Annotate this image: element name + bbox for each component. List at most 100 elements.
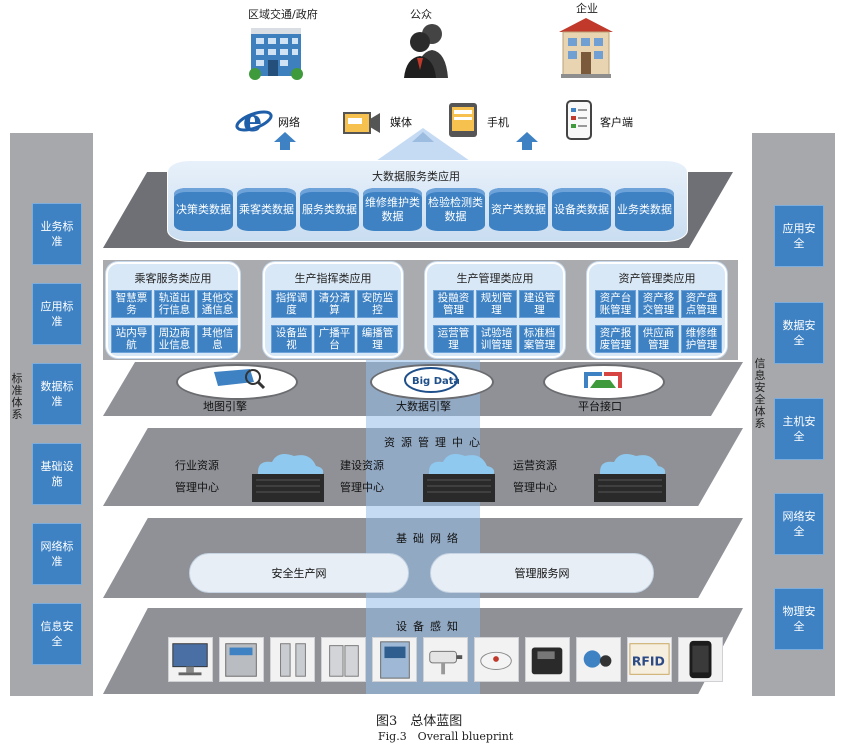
app-other-traffic-info: 其他交通信息	[197, 290, 238, 318]
standards-column-label: 标准体系	[11, 372, 23, 421]
app-equipment-monitor: 设备监视	[271, 325, 312, 353]
cloud-server-icon	[252, 454, 324, 502]
data-cyl-business: 业务类数据	[615, 188, 674, 231]
standard-application: 应用标准	[32, 283, 82, 345]
app-investment-management: 投融资管理	[433, 290, 474, 318]
group-asset-management: 资产管理类应用 资产台账管理 资产移交管理 资产盘点管理 资产报废管理 供应商管…	[587, 262, 727, 358]
group-passenger-service: 乘客服务类应用 智慧票务 轨道出行信息 其他交通信息 站内导航 周边商业信息 其…	[106, 262, 240, 358]
security-network: 网络安全	[774, 493, 824, 555]
channel-media-label: 媒体	[390, 116, 412, 129]
channel-phone-label: 手机	[487, 116, 509, 129]
channel-network-label: 网络	[278, 116, 300, 129]
standard-business: 业务标准	[32, 203, 82, 265]
construction-resource-center-label: 建设资源管理中心	[340, 459, 384, 494]
data-cyl-maintenance: 维修维护类数据	[363, 188, 422, 231]
cloud-server-icon	[423, 454, 495, 502]
ticket-gate-icon	[219, 637, 264, 682]
atm-icon	[372, 637, 417, 682]
user-label-government: 区域交通/政府	[248, 8, 318, 21]
app-station-navigation: 站内导航	[111, 325, 152, 353]
data-cyl-passenger: 乘客类数据	[237, 188, 296, 231]
app-program-management: 编播管理	[357, 325, 398, 353]
cctv-camera-icon	[423, 637, 468, 682]
app-planning-management: 规划管理	[476, 290, 517, 318]
app-asset-transfer: 资产移交管理	[638, 290, 679, 318]
figure-caption-en: Fig.3 Overall blueprint	[378, 730, 514, 743]
smoke-detector-icon	[474, 637, 519, 682]
standard-infrastructure: 基础设施	[32, 443, 82, 505]
device-sensing-title: 设备感知	[396, 620, 464, 633]
turnstile-icon	[270, 637, 315, 682]
data-cyl-asset: 资产类数据	[489, 188, 548, 231]
app-asset-ledger: 资产台账管理	[595, 290, 636, 318]
rfid-icon: RFID	[627, 637, 672, 682]
app-dispatch: 指挥调度	[271, 290, 312, 318]
app-other-info: 其他信息	[197, 325, 238, 353]
data-cyl-decision: 决策类数据	[174, 188, 233, 231]
app-asset-inventory: 资产盘点管理	[681, 290, 722, 318]
cloud-server-icon	[594, 454, 666, 502]
group-production-management: 生产管理类应用 投融资管理 规划管理 建设管理 运营管理 试验培训管理 标准档案…	[425, 262, 565, 358]
safety-production-network: 安全生产网	[189, 553, 409, 593]
standard-info-security: 信息安全	[32, 603, 82, 665]
security-column: 信息安全体系 应用安全 数据安全 主机安全 网络安全 物理安全	[752, 133, 835, 696]
data-cyl-equipment: 设备类数据	[552, 188, 611, 231]
app-smart-ticketing: 智慧票务	[111, 290, 152, 318]
big-data-service-title: 大数据服务类应用	[372, 170, 460, 183]
smartphone-icon	[678, 637, 723, 682]
app-clearing: 清分清算	[314, 290, 355, 318]
app-archive-management: 标准档案管理	[519, 325, 560, 353]
map-engine-label: 地图引擎	[203, 400, 247, 413]
computer-icon	[168, 637, 213, 682]
app-nearby-business-info: 周边商业信息	[154, 325, 195, 353]
user-label-public: 公众	[410, 8, 432, 21]
data-cyl-service: 服务类数据	[300, 188, 359, 231]
mobile-phone-icon	[449, 103, 477, 137]
ie-browser-icon: e	[235, 104, 273, 138]
big-data-icon: Big Data	[404, 367, 459, 393]
figure-caption-cn: 图3 总体蓝图	[376, 714, 463, 729]
beam-top	[366, 128, 480, 168]
svg-text:RFID: RFID	[632, 654, 665, 669]
app-asset-scrap: 资产报废管理	[595, 325, 636, 353]
svg-text:Big Data: Big Data	[412, 376, 459, 387]
app-training-management: 试验培训管理	[476, 325, 517, 353]
svg-text:e: e	[243, 104, 262, 138]
security-column-label: 信息安全体系	[754, 357, 766, 430]
channel-client-label: 客户端	[600, 116, 633, 129]
government-building-icon	[249, 28, 303, 80]
security-host: 主机安全	[774, 398, 824, 460]
security-data: 数据安全	[774, 302, 824, 364]
public-people-icon	[404, 24, 448, 78]
standards-column: 标准体系 业务标准 应用标准 数据标准 基础设施 网络标准 信息安全	[10, 133, 93, 696]
barrier-gate-icon	[321, 637, 366, 682]
enterprise-building-icon	[559, 18, 613, 78]
app-broadcast-platform: 广播平台	[314, 325, 355, 353]
wearable-sensor-icon	[576, 637, 621, 682]
basic-network-title: 基础网络	[396, 532, 464, 545]
client-app-icon	[566, 100, 592, 140]
management-service-network: 管理服务网	[430, 553, 654, 593]
ip-phone-icon	[525, 637, 570, 682]
app-supplier-management: 供应商管理	[638, 325, 679, 353]
video-media-icon	[343, 112, 380, 134]
user-label-enterprise: 企业	[576, 2, 598, 15]
data-cyl-inspection: 检验检测类数据	[426, 188, 485, 231]
app-rail-travel-info: 轨道出行信息	[154, 290, 195, 318]
security-physical: 物理安全	[774, 588, 824, 650]
industry-resource-center-label: 行业资源管理中心	[175, 459, 219, 494]
standard-network: 网络标准	[32, 523, 82, 585]
standard-data: 数据标准	[32, 363, 82, 425]
map-search-icon	[214, 369, 266, 390]
app-maintenance-management: 维修维护管理	[681, 325, 722, 353]
app-construction-management: 建设管理	[519, 290, 560, 318]
platform-interface-icon	[584, 372, 622, 388]
security-application: 应用安全	[774, 205, 824, 267]
operation-resource-center-label: 运营资源管理中心	[513, 459, 557, 494]
big-data-engine-label: 大数据引擎	[396, 400, 451, 413]
group-production-command: 生产指挥类应用 指挥调度 清分清算 安防监控 设备监视 广播平台 编播管理	[263, 262, 403, 358]
platform-interface-label: 平台接口	[578, 400, 622, 413]
app-security-monitor: 安防监控	[357, 290, 398, 318]
app-operation-management: 运营管理	[433, 325, 474, 353]
resource-center-title: 资源管理中心	[384, 436, 486, 449]
